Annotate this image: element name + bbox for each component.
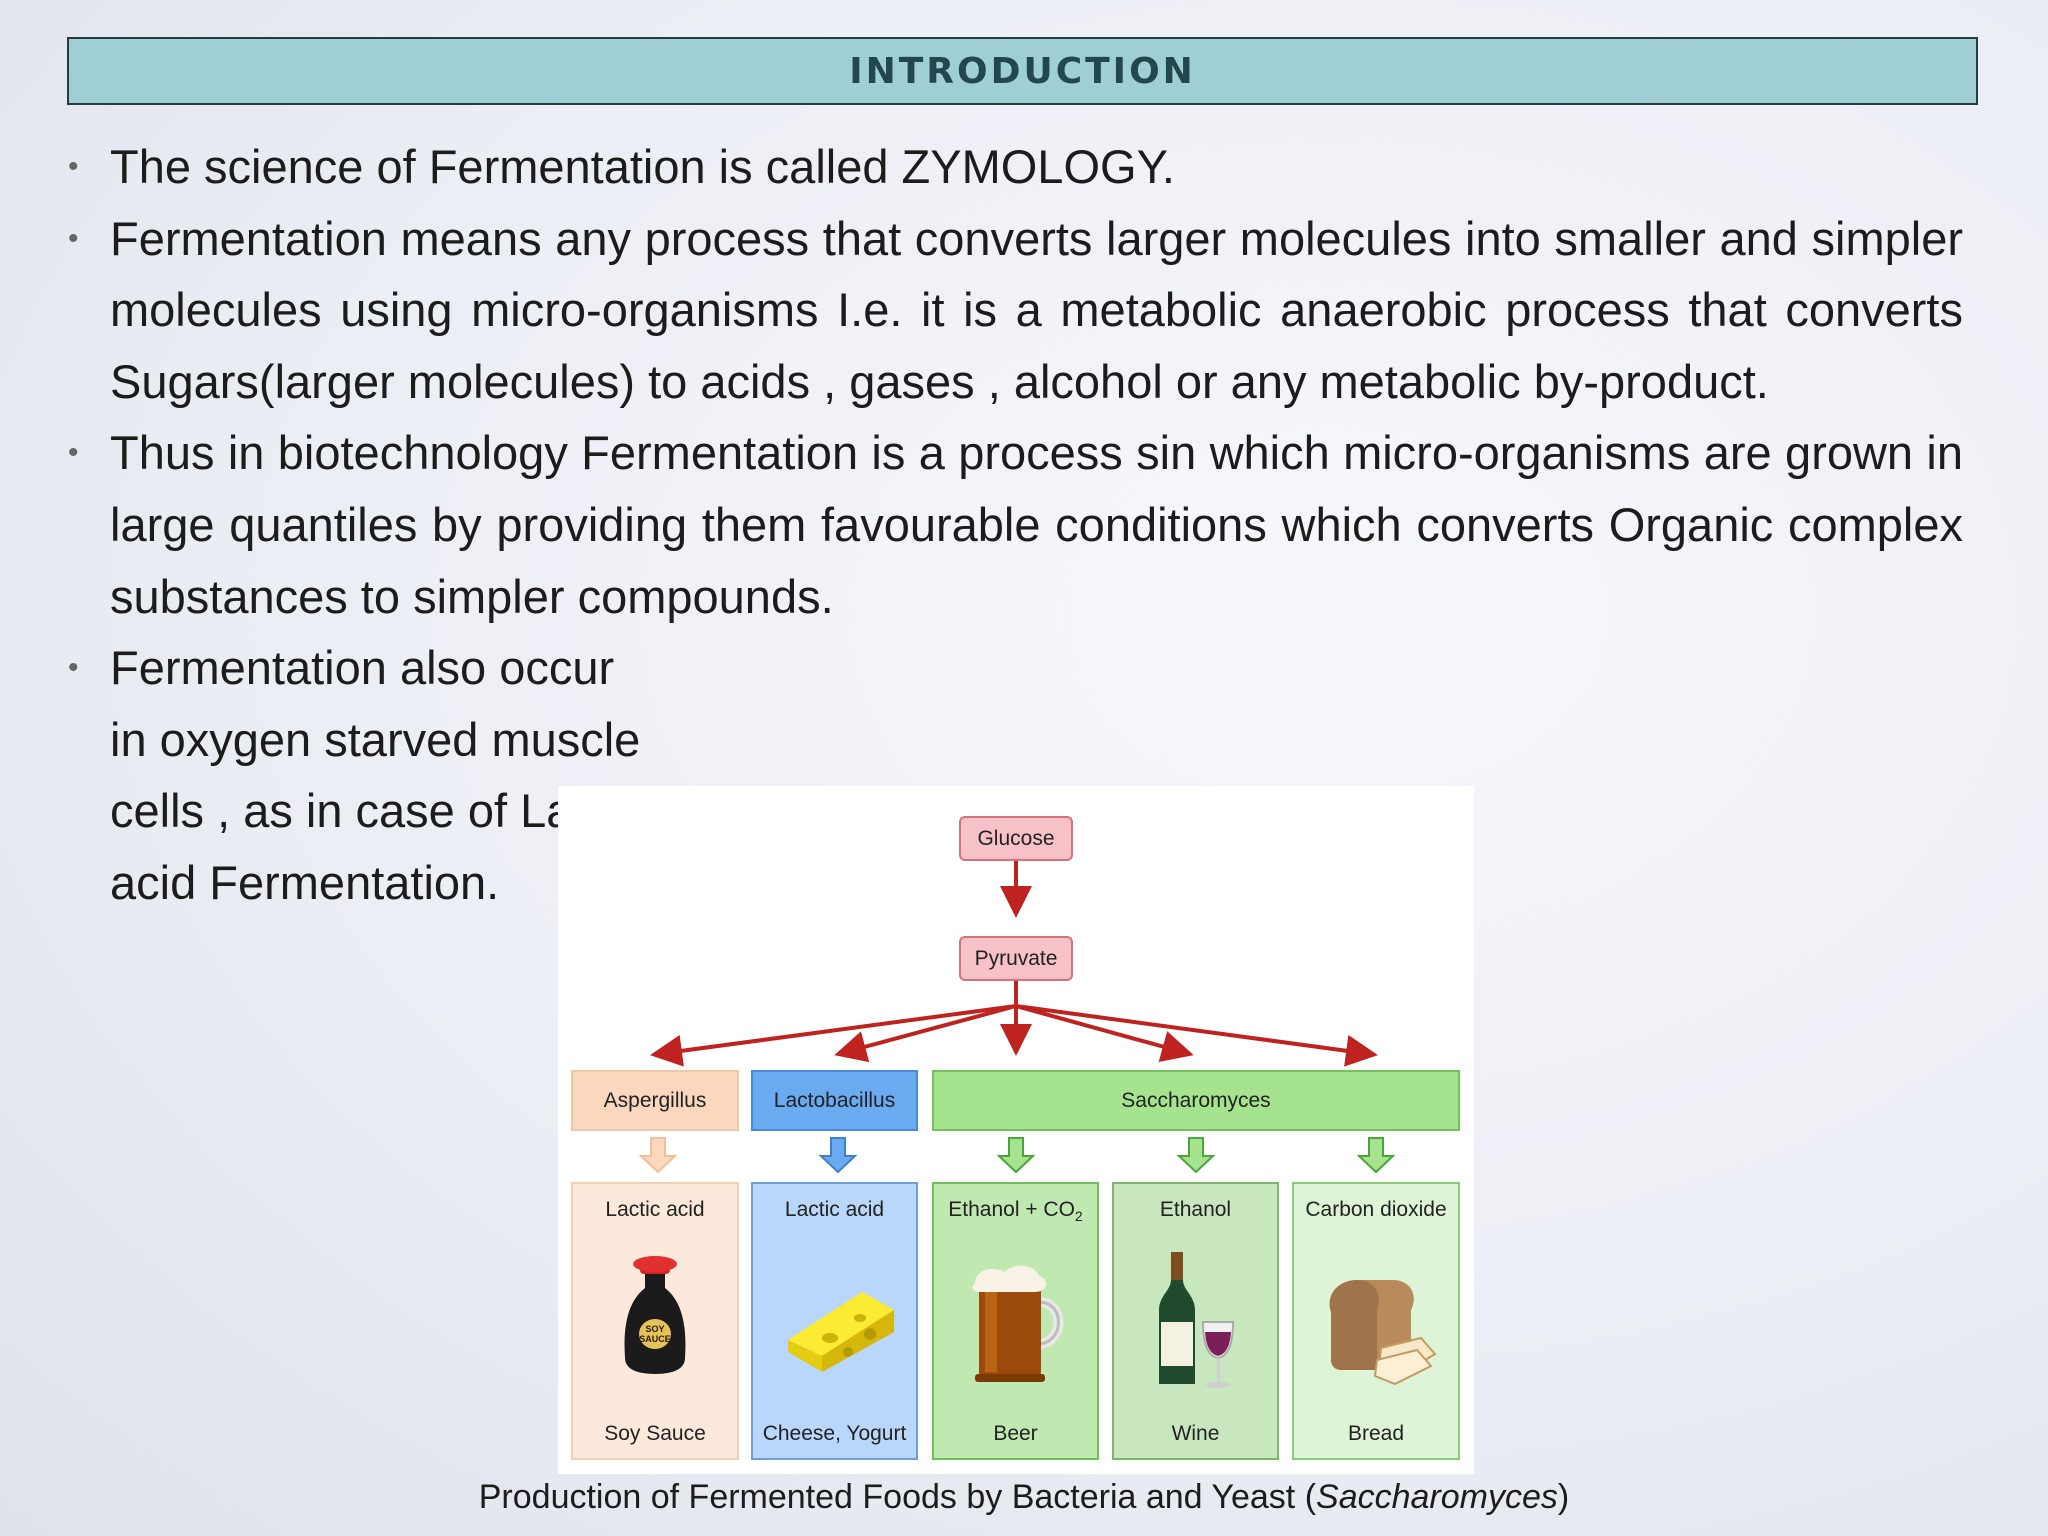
diagram-arrows <box>638 861 1396 1174</box>
bread-icon <box>1329 1280 1437 1386</box>
arrow-to-sacch-wine <box>1015 1004 1194 1063</box>
soy-sauce-icon: SOY SAUCE <box>624 1256 686 1374</box>
product-card-wine: Ethanol Wine <box>1112 1182 1279 1460</box>
product-card-soy-sauce: Lactic acid SOY SAUCE Soy Sauce <box>571 1182 739 1460</box>
food-label: Cheese, Yogurt <box>762 1422 907 1445</box>
svg-text:SAUCE: SAUCE <box>639 1334 671 1344</box>
product-label: Lactic acid <box>605 1198 705 1221</box>
block-arrow-bread <box>1356 1137 1396 1174</box>
bullet-item: Thus in biotechnology Fermentation is a … <box>68 417 1963 632</box>
bullet-item: Fermentation also occur in oxygen starve… <box>68 632 1963 918</box>
product-card-beer: Ethanol + CO2 Beer <box>932 1182 1099 1460</box>
food-label: Bread <box>1347 1422 1405 1445</box>
block-arrow-aspergillus <box>638 1137 678 1174</box>
block-arrow-wine <box>1176 1137 1216 1174</box>
arrow-to-lactobacillus <box>834 1004 1017 1063</box>
glucose-node: Glucose <box>959 816 1073 861</box>
lactobacillus-box: Lactobacillus <box>751 1070 918 1131</box>
product-card-bread: Carbon dioxide Bread <box>1292 1182 1460 1460</box>
arrow-to-aspergillus <box>650 1004 1017 1067</box>
product-label: Lactic acid <box>784 1198 885 1221</box>
food-label: Beer <box>993 1422 1038 1445</box>
beer-mug-icon <box>971 1265 1063 1382</box>
svg-text:SOY: SOY <box>645 1324 664 1334</box>
slide-title: INTRODUCTION <box>849 50 1196 92</box>
product-card-cheese: Lactic acid Cheese, Yogurt <box>751 1182 918 1460</box>
product-label: Carbon dioxide <box>1305 1198 1447 1221</box>
fermentation-diagram: Glucose Pyruvate Aspergillus Lactobacill… <box>558 786 1474 1474</box>
product-label: Ethanol <box>1159 1198 1232 1221</box>
bullet-item: The science of Fermentation is called ZY… <box>68 131 1963 203</box>
title-bar: INTRODUCTION <box>67 37 1978 105</box>
saccharomyces-box: Saccharomyces <box>932 1070 1460 1131</box>
food-label: Wine <box>1171 1422 1220 1445</box>
arrow-to-sacch-bread <box>1015 1004 1378 1067</box>
block-arrow-beer <box>996 1137 1036 1174</box>
bullet-item: Fermentation means any process that conv… <box>68 203 1963 418</box>
bullet-list: The science of Fermentation is called ZY… <box>68 131 1963 919</box>
aspergillus-box: Aspergillus <box>571 1070 739 1131</box>
food-label: Soy Sauce <box>604 1422 706 1445</box>
figure-caption: Production of Fermented Foods by Bacteri… <box>478 1478 1570 1516</box>
pyruvate-node: Pyruvate <box>959 936 1073 981</box>
block-arrow-lactobacillus <box>818 1137 858 1174</box>
wine-icon <box>1158 1252 1234 1388</box>
cheese-icon <box>787 1292 894 1372</box>
product-label: Ethanol + CO2 <box>948 1198 1083 1225</box>
